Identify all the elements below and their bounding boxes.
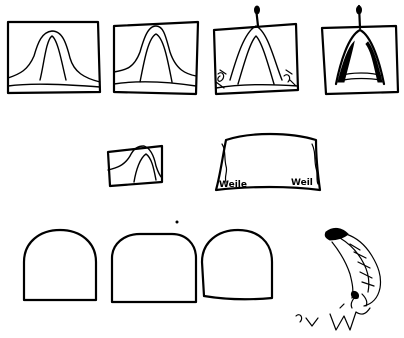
arch-shape-3 <box>202 230 272 299</box>
panel-6-labeled-frame: Weile Weil <box>216 134 320 190</box>
panel-1-bell <box>8 22 100 93</box>
arch-shape-1 <box>24 230 96 300</box>
arch-shape-2 <box>112 234 196 302</box>
panel-2-bell <box>114 22 198 94</box>
label-left: Weile <box>219 180 247 190</box>
dog-sketch <box>296 228 381 330</box>
panel-3-bell-with-figure <box>214 6 298 94</box>
panel-5-small-bell <box>108 146 162 186</box>
panel-4-bell-dark <box>322 6 398 94</box>
stray-dot <box>176 221 178 223</box>
label-right: Weil <box>291 178 313 188</box>
